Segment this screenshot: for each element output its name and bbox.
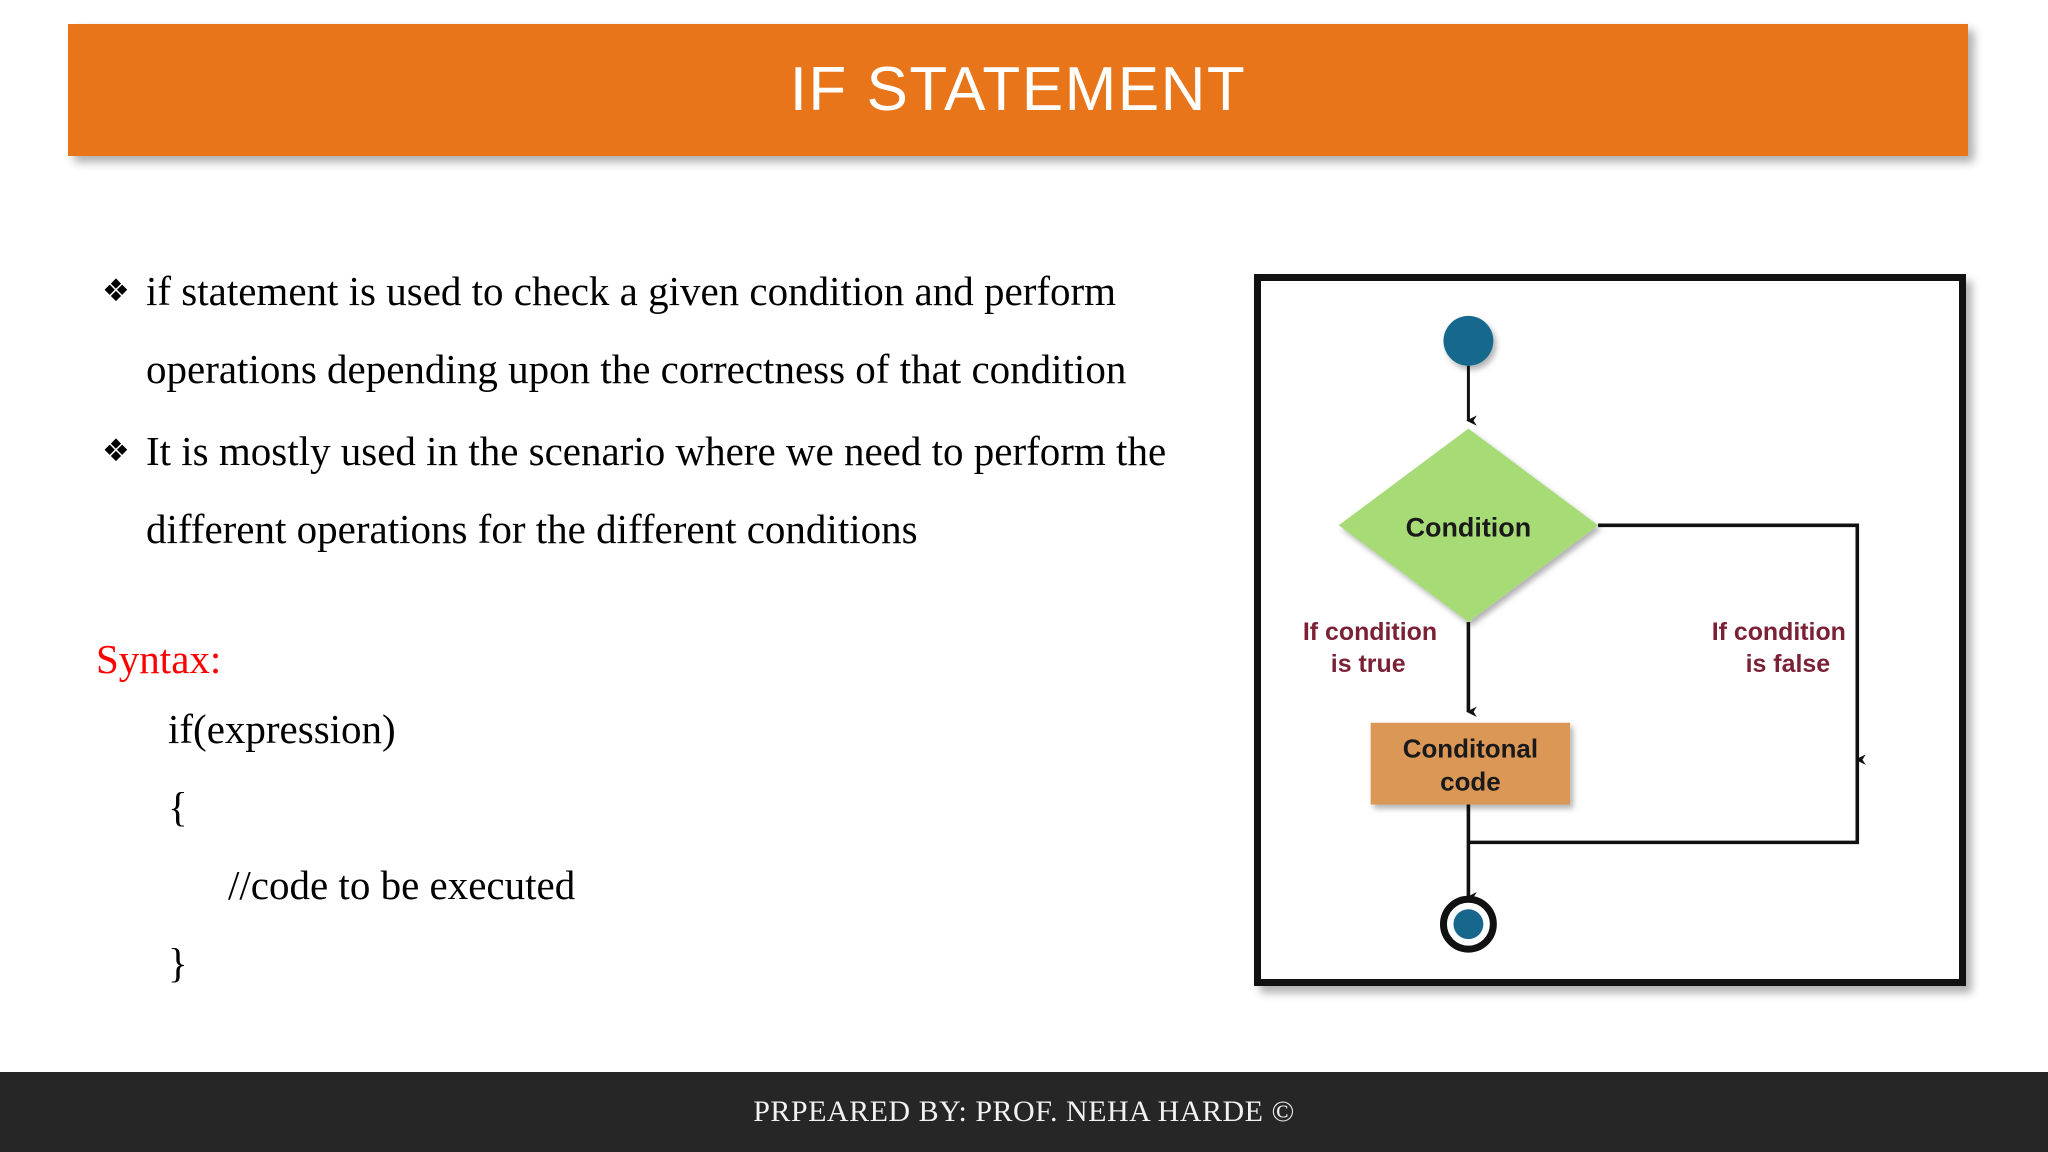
page-title: IF STATEMENT [789,55,1247,124]
flowchart-svg: Condition If condition is true If condit… [1303,315,1866,953]
true-branch-label-line2: is true [1331,650,1406,678]
edge-false-merge [1468,759,1860,845]
code-line-comment: //code to be executed [228,862,576,908]
title-banner: IF STATEMENT [68,24,1968,156]
condition-decision-label: Condition [1406,512,1532,542]
true-branch-label-line1: If condition [1303,618,1437,646]
conditional-code-label-line2: code [1440,769,1500,797]
end-node-core-icon [1453,909,1484,940]
conditional-code-label-line1: Conditonal [1403,736,1538,764]
footer-bar: PRPEARED BY: PROF. NEHA HARDE © [0,1072,2048,1152]
four-pointed-star-bullet-icon: ❖ [102,273,130,309]
bullet-list: ❖ if statement is used to check a given … [96,252,1256,572]
false-branch-label-line1: If condition [1712,618,1846,646]
footer-credit-text: PRPEARED BY: PROF. NEHA HARDE © [753,1095,1295,1128]
edge-condition-false [1598,523,1866,765]
condition-decision-shape [1338,428,1599,623]
list-item-text: if statement is used to check a given co… [146,268,1127,392]
list-item-text: It is mostly used in the scenario where … [146,428,1167,552]
false-branch-label-line2: is false [1746,650,1830,678]
syntax-section: Syntax: if(expression) { //code to be ex… [96,628,996,1002]
flowchart-diagram: Condition If condition is true If condit… [1254,274,1966,986]
four-pointed-star-bullet-icon: ❖ [102,433,130,469]
code-line-open-brace: { [168,784,188,830]
start-node-icon [1443,315,1494,366]
conditional-code-process-shape [1370,722,1571,805]
code-line-if: if(expression) [168,706,396,752]
syntax-heading: Syntax: [96,636,222,682]
list-item: ❖ if statement is used to check a given … [96,252,1256,408]
list-item: ❖ It is mostly used in the scenario wher… [96,412,1256,568]
code-line-close-brace: } [168,940,188,986]
